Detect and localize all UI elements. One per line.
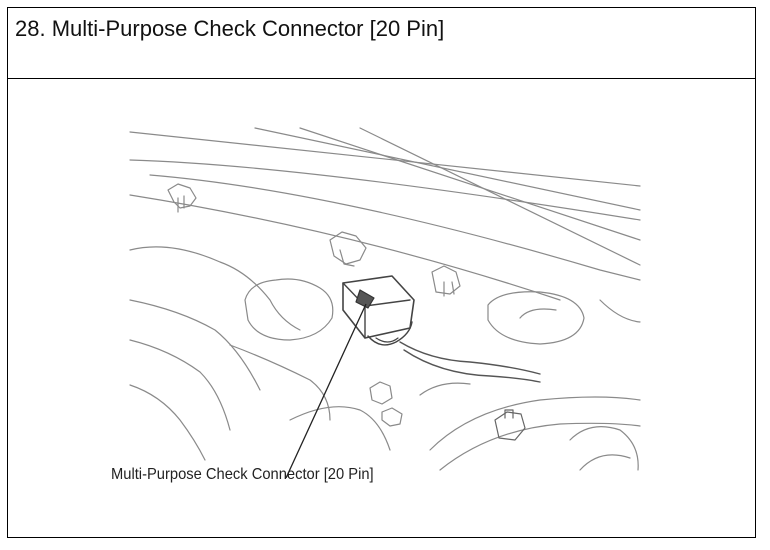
document-frame: 28. Multi-Purpose Check Connector [20 Pi… [7, 7, 756, 538]
page-title: 28. Multi-Purpose Check Connector [20 Pi… [15, 16, 445, 41]
leader-line [285, 303, 367, 479]
figure-callout-label: Multi-Purpose Check Connector [20 Pin] [111, 466, 374, 483]
title-row: 28. Multi-Purpose Check Connector [20 Pi… [8, 8, 755, 79]
